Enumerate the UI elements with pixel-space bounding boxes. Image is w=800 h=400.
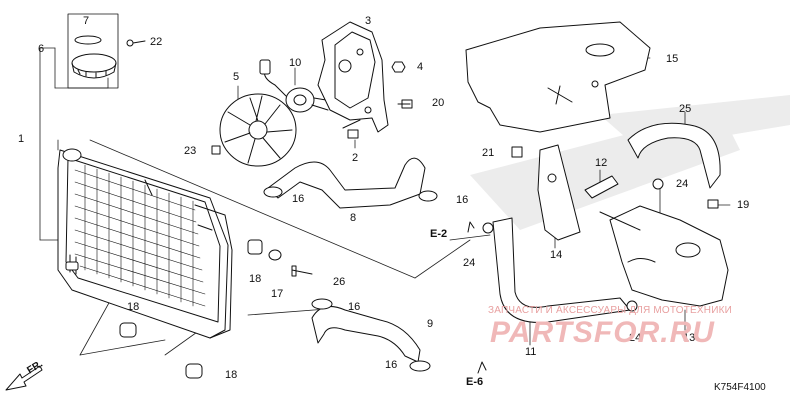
callout-4: 4 (417, 61, 424, 73)
callout-14: 14 (550, 249, 563, 261)
callout-16a: 16 (292, 193, 305, 205)
callout-1: 1 (18, 133, 25, 145)
callout-5: 5 (233, 71, 240, 83)
ref-e2: E-2 (430, 228, 448, 240)
radiator-cap-drawing (67, 13, 146, 89)
ref-arrow-e2 (467, 221, 475, 233)
bracket-drawing (537, 144, 619, 241)
callout-3: 3 (365, 15, 372, 27)
hoses-drawing (267, 122, 721, 363)
callout-17: 17 (271, 288, 284, 300)
drawing-code: K754F4100 (714, 382, 766, 393)
callout-20: 20 (432, 97, 445, 109)
callout-18b: 18 (127, 301, 140, 313)
front-arrow-icon (5, 365, 43, 391)
callout-22: 22 (150, 36, 163, 48)
callout-2: 2 (352, 152, 359, 164)
callout-24a: 24 (463, 257, 476, 269)
callout-10: 10 (289, 57, 302, 69)
ref-arrow-e6 (477, 361, 487, 374)
clamps-drawing (119, 178, 664, 379)
callout-18c: 18 (225, 369, 238, 381)
radiator-drawing (57, 148, 233, 339)
watermark-tagline: ЗАПЧАСТИ И АКСЕССУАРЫ ДЛЯ МОТОТЕХНИКИ (488, 305, 733, 316)
callout-9: 9 (427, 318, 434, 330)
callout-25: 25 (679, 103, 692, 115)
callout-24b: 24 (676, 178, 689, 190)
callout-16c: 16 (348, 301, 361, 313)
reserve-tank-drawing (599, 205, 729, 307)
callout-16d: 16 (385, 359, 398, 371)
callout-21: 21 (482, 147, 495, 159)
callout-23: 23 (184, 145, 197, 157)
callout-6: 6 (38, 43, 45, 55)
callout-24c: 24 (629, 332, 642, 344)
watermark-brand: PARTSFOR.RU (490, 316, 715, 349)
callout-8: 8 (350, 212, 357, 224)
callout-18a: 18 (249, 273, 262, 285)
shroud-drawing (317, 21, 389, 139)
fan-drawing (219, 59, 329, 167)
callout-11: 11 (525, 346, 537, 358)
callout-19: 19 (737, 199, 750, 211)
callout-13: 13 (683, 332, 696, 344)
callout-7: 7 (83, 15, 90, 27)
cover-drawing (465, 21, 651, 133)
ref-e6: E-6 (466, 376, 484, 388)
callout-15: 15 (666, 53, 679, 65)
callout-26: 26 (333, 276, 346, 288)
bolts-drawing (211, 61, 719, 277)
callout-12: 12 (595, 157, 608, 169)
callout-16b: 16 (456, 194, 469, 206)
